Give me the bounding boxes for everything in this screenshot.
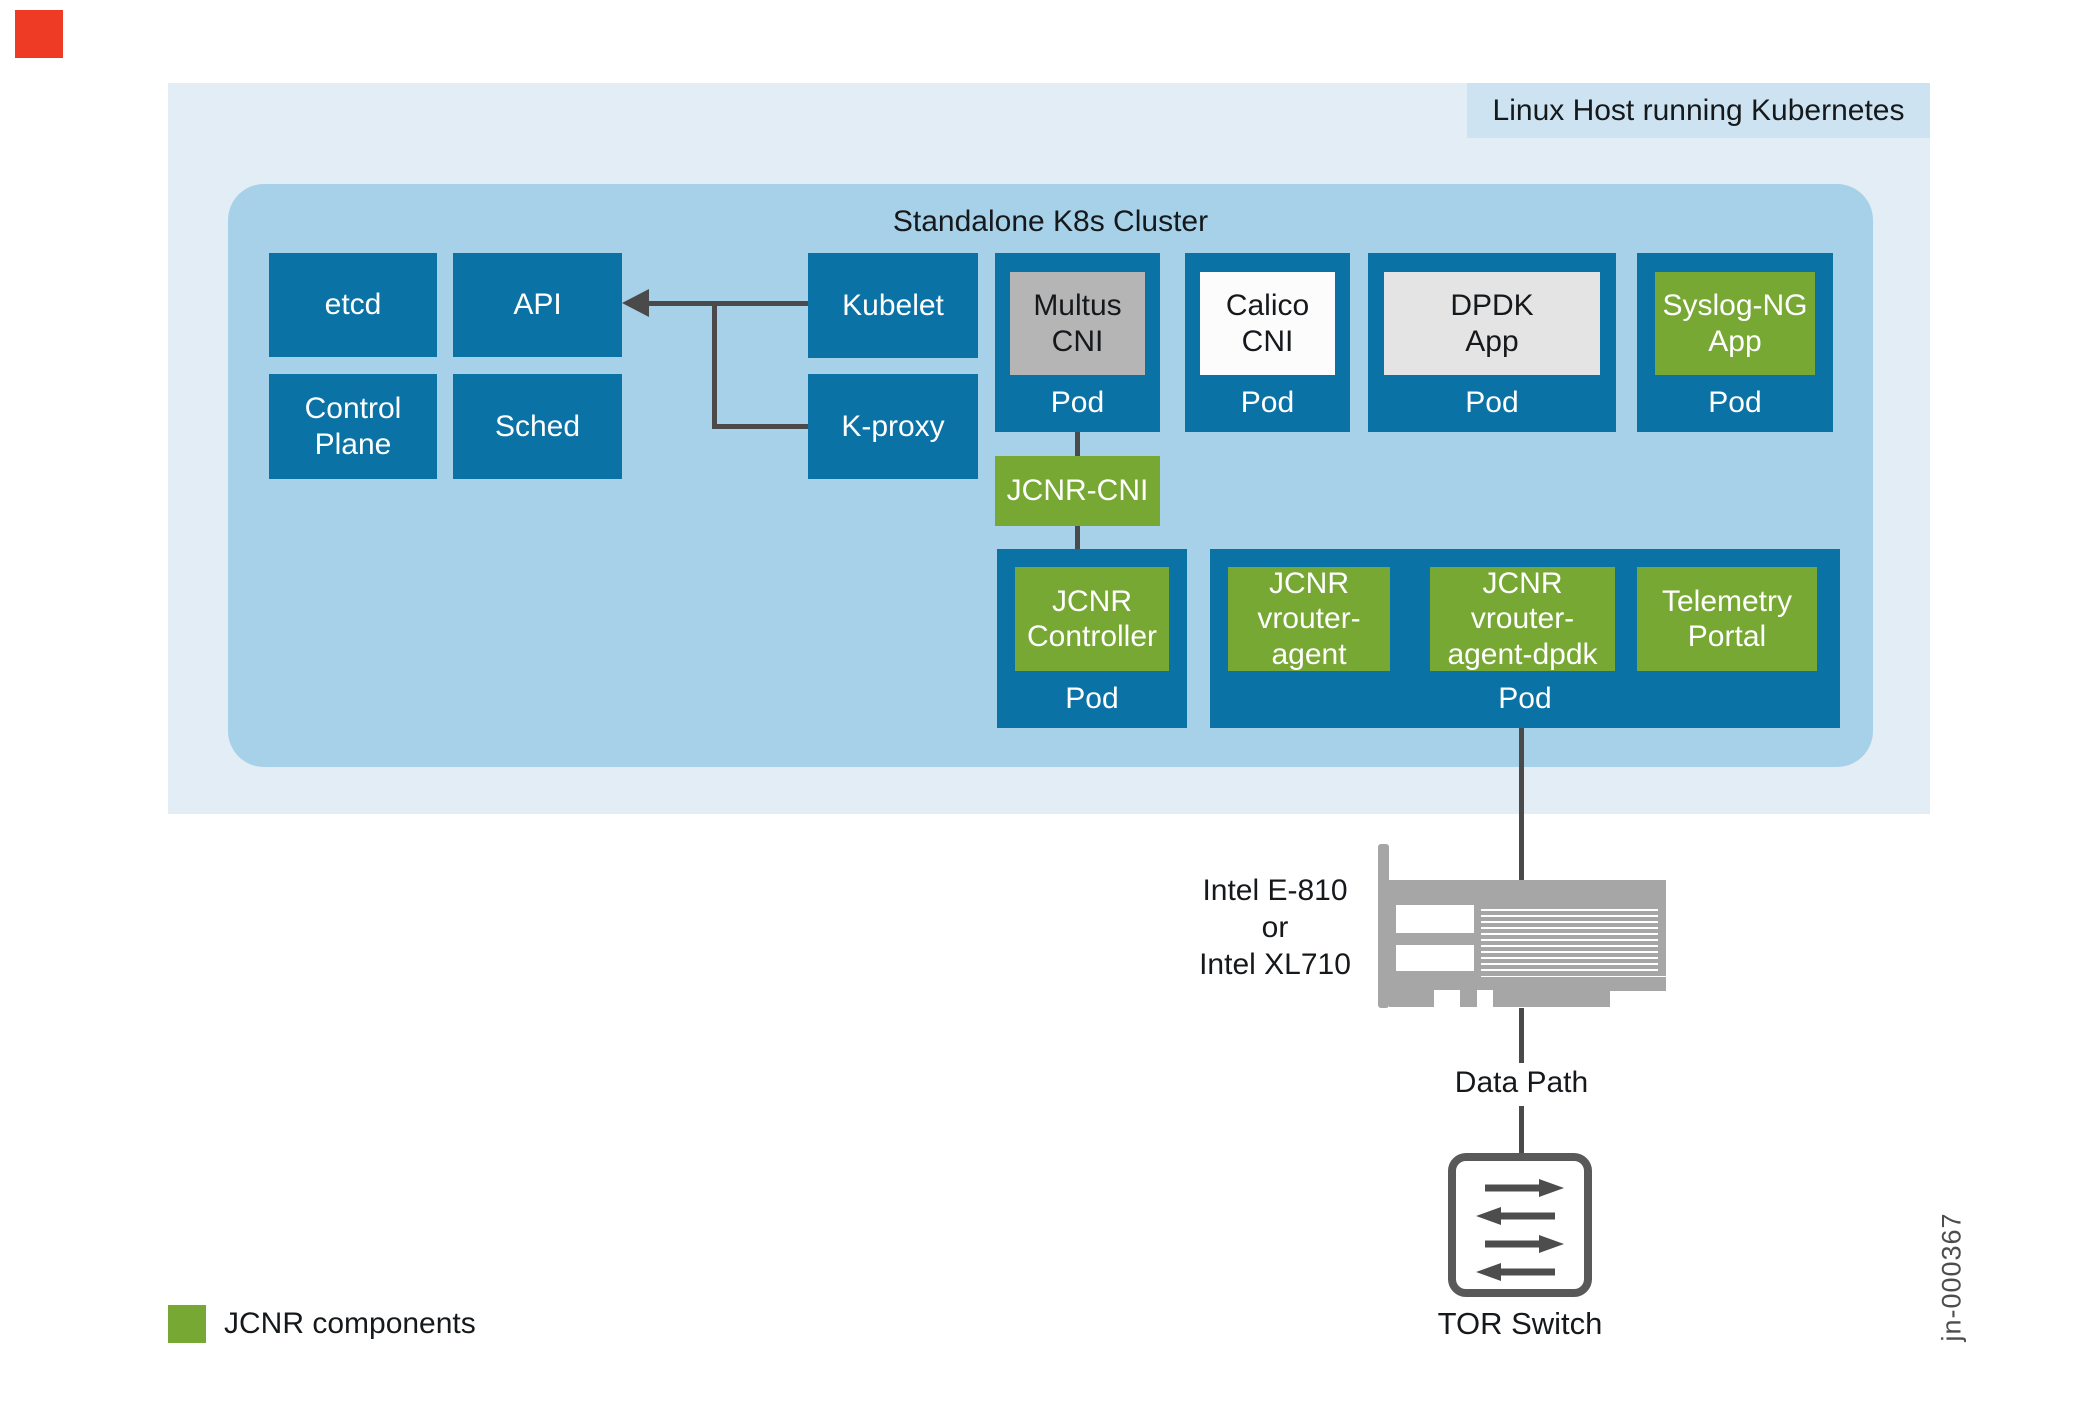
tor-switch-icon: [1448, 1153, 1592, 1297]
jcnr-vrouter-agent-dpdk-box: JCNR vrouter- agent-dpdk: [1430, 567, 1615, 671]
red-marker: [15, 10, 63, 58]
nic-bracket: [1378, 844, 1389, 1008]
cluster-title: Standalone K8s Cluster: [892, 205, 1209, 238]
nic-bottom-step: [1610, 977, 1666, 991]
jcnr-cni-box: JCNR-CNI: [995, 456, 1160, 526]
datapath-line-middle: [1519, 1008, 1524, 1063]
syslog-ng-app-box: Syslog-NG App: [1655, 272, 1815, 375]
pod-label: Pod: [1050, 386, 1105, 419]
tor-switch-label: TOR Switch: [1437, 1306, 1603, 1341]
nic-port-hole: [1396, 905, 1474, 933]
jcnr-controller-box: JCNR Controller: [1015, 567, 1169, 671]
nic-caption-line: Intel E-810: [1202, 874, 1348, 907]
connector-multus-jcnrcni: [1075, 432, 1080, 456]
pod-dpdk: DPDK App Pod: [1368, 253, 1616, 432]
figure-id: jn-000367: [1936, 1212, 1967, 1342]
legend-label: JCNR components: [224, 1307, 476, 1340]
legend-green-swatch: [168, 1305, 206, 1343]
nic-caption: Intel E-810 or Intel XL710: [1150, 872, 1400, 983]
connector-jcnrcni-controller: [1075, 526, 1080, 549]
pod-label: Pod: [1708, 386, 1762, 419]
nic-caption-line: Intel XL710: [1199, 948, 1351, 981]
multus-cni-box: Multus CNI: [1010, 272, 1145, 375]
pod-label: Pod: [1065, 682, 1119, 715]
kubelet-box: Kubelet: [808, 253, 978, 358]
dpdk-app-box: DPDK App: [1384, 272, 1600, 375]
pod-label: Pod: [1240, 386, 1295, 419]
nic-bottom-edge: [1389, 977, 1610, 1007]
nic-port-hole: [1396, 945, 1474, 971]
data-path-label: Data Path: [1454, 1066, 1589, 1099]
connector-kubelet-api: [646, 301, 808, 306]
api-box: API: [453, 253, 622, 357]
pod-label: Pod: [1498, 682, 1552, 715]
pod-jcnr-controller: JCNR Controller Pod: [997, 549, 1187, 728]
control-plane-box: Control Plane: [269, 374, 437, 479]
datapath-line-top: [1519, 728, 1524, 884]
sched-box: Sched: [453, 374, 622, 479]
kproxy-box: K-proxy: [808, 374, 978, 479]
pod-syslog: Syslog-NG App Pod: [1637, 253, 1833, 432]
connector-branch-vertical: [712, 301, 717, 427]
telemetry-portal-box: Telemetry Portal: [1637, 567, 1817, 671]
connector-kproxy-branch: [712, 424, 808, 429]
nic-notch: [1434, 990, 1460, 1007]
linux-host-label: Linux Host running Kubernetes: [1467, 83, 1930, 138]
nic-caption-line: or: [1261, 911, 1289, 944]
pod-calico: Calico CNI Pod: [1185, 253, 1350, 432]
nic-notch: [1477, 990, 1493, 1007]
jcnr-vrouter-agent-box: JCNR vrouter- agent: [1228, 567, 1390, 671]
pod-multus: Multus CNI Pod: [995, 253, 1160, 432]
nic-heatsink: [1481, 899, 1666, 976]
nic-topbar: [1389, 880, 1666, 899]
pod-label: Pod: [1465, 386, 1519, 419]
pod-jcnr-vrouter: JCNR vrouter- agent JCNR vrouter- agent-…: [1210, 549, 1840, 728]
datapath-line-bottom: [1519, 1106, 1524, 1156]
etcd-box: etcd: [269, 253, 437, 357]
calico-cni-box: Calico CNI: [1200, 272, 1335, 375]
arrowhead-to-api-icon: [622, 289, 649, 317]
